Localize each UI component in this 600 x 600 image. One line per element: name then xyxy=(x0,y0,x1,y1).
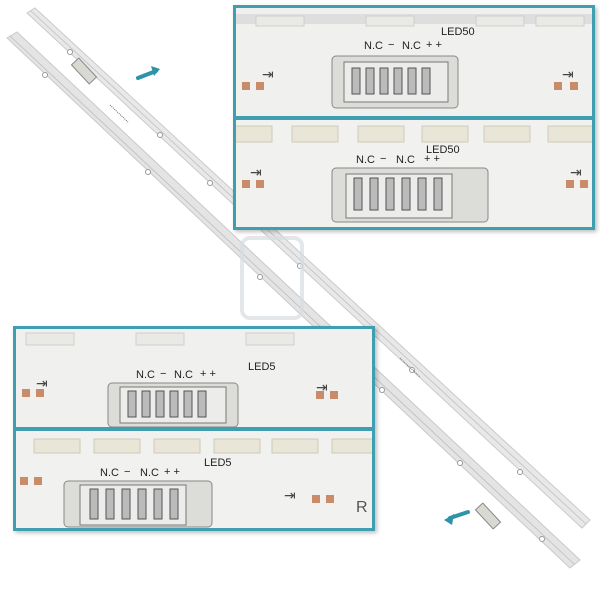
pin-label-minus: − xyxy=(124,466,131,478)
pin-label-plus: + + xyxy=(164,466,180,478)
diode-symbol-icon: ⇥ xyxy=(36,375,48,391)
led-label: LED50 xyxy=(441,26,475,38)
led-label: LED50 xyxy=(426,144,460,156)
led-strip-right xyxy=(26,7,591,529)
pin-label-plus: + + xyxy=(200,368,216,380)
diode-symbol-icon: ⇥ xyxy=(316,379,328,395)
pin-label-minus: − xyxy=(380,153,387,165)
pin-label-minus: − xyxy=(388,39,395,51)
pin-label-plus: + + xyxy=(424,153,440,165)
pin-label-plus: + + xyxy=(426,39,442,51)
pin-label-nc2: N.C xyxy=(396,154,415,166)
led-strip-left xyxy=(6,31,581,569)
pin-label-nc1: N.C xyxy=(356,154,375,166)
diode-symbol-icon: ⇥ xyxy=(250,164,262,180)
pin-label-nc2: N.C xyxy=(402,40,421,52)
led-label: LED5 xyxy=(204,457,232,469)
diode-symbol-icon: ⇥ xyxy=(570,164,582,180)
bottom-zoom-panel: LED5 N.C − N.C + + ⇥ ⇥ LED5 N.C − N.C + … xyxy=(13,326,375,531)
pin-label-nc2: N.C xyxy=(140,467,159,479)
diode-symbol-icon: ⇥ xyxy=(562,66,574,82)
diode-symbol-icon: ⇥ xyxy=(262,66,274,82)
board-edge-mark: R xyxy=(356,499,368,516)
led-label: LED5 xyxy=(248,361,276,373)
pin-label-minus: − xyxy=(160,368,167,380)
top-zoom-panel: LED50 N.C − N.C + + ⇥ ⇥ LED50 N.C − N.C … xyxy=(233,5,595,230)
pin-label-nc1: N.C xyxy=(364,40,383,52)
pin-label-nc1: N.C xyxy=(100,467,119,479)
pin-label-nc1: N.C xyxy=(136,369,155,381)
pin-label-nc2: N.C xyxy=(174,369,193,381)
diode-symbol-icon: ⇥ xyxy=(284,487,296,503)
